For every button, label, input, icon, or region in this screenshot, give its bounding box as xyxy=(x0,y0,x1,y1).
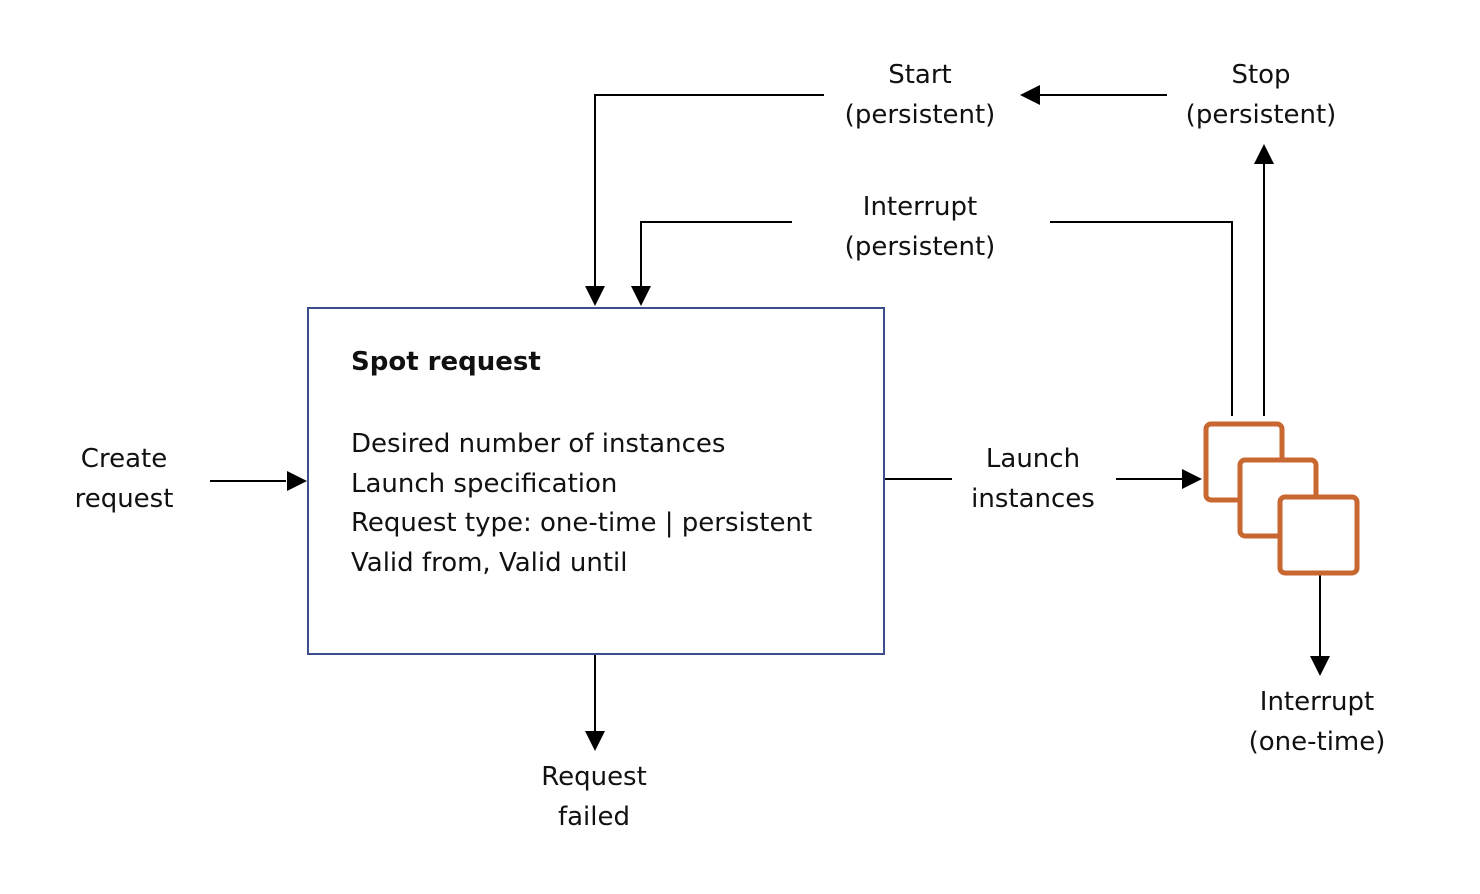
arrowhead-interrupt-persistent xyxy=(631,286,651,306)
arrowhead-stop-to-start xyxy=(1020,85,1040,105)
label-interrupt-one-time: Interrupt (one-time) xyxy=(1248,687,1386,757)
line-instances-to-interrupt-persistent xyxy=(1050,221,1233,416)
arrowhead-create-request xyxy=(287,471,307,491)
label-request-failed: Request failed xyxy=(541,762,647,832)
spot-request-box: Spot request Desired number of instances… xyxy=(307,307,885,655)
detail-launch-spec: Launch specification xyxy=(351,468,618,499)
arrow-start-persistent xyxy=(594,94,824,286)
arrowhead-request-failed xyxy=(585,731,605,751)
instance-square-front xyxy=(1277,494,1360,576)
spot-request-title: Spot request xyxy=(351,347,541,377)
spot-request-details: Desired number of instances Launch speci… xyxy=(351,425,812,583)
label-interrupt-persistent: Interrupt (persistent) xyxy=(844,192,996,262)
label-stop-persistent: Stop (persistent) xyxy=(1185,60,1337,130)
detail-request-type: Request type: one-time | persistent xyxy=(351,508,813,538)
arrowhead-launch-instances xyxy=(1182,469,1202,489)
label-launch-instances: Launch instances xyxy=(971,444,1095,514)
detail-validity: Valid from, Valid until xyxy=(351,547,628,578)
arrowhead-stop-persistent xyxy=(1254,144,1274,164)
label-create-request: Create request xyxy=(74,444,174,514)
arrowhead-start-persistent xyxy=(585,286,605,306)
detail-desired-instances: Desired number of instances xyxy=(351,429,726,459)
arrowhead-interrupt-one-time xyxy=(1310,656,1330,676)
arrow-interrupt-persistent xyxy=(640,221,792,286)
stacked-instances-icon xyxy=(1203,421,1360,576)
label-start-persistent: Start (persistent) xyxy=(844,60,996,130)
